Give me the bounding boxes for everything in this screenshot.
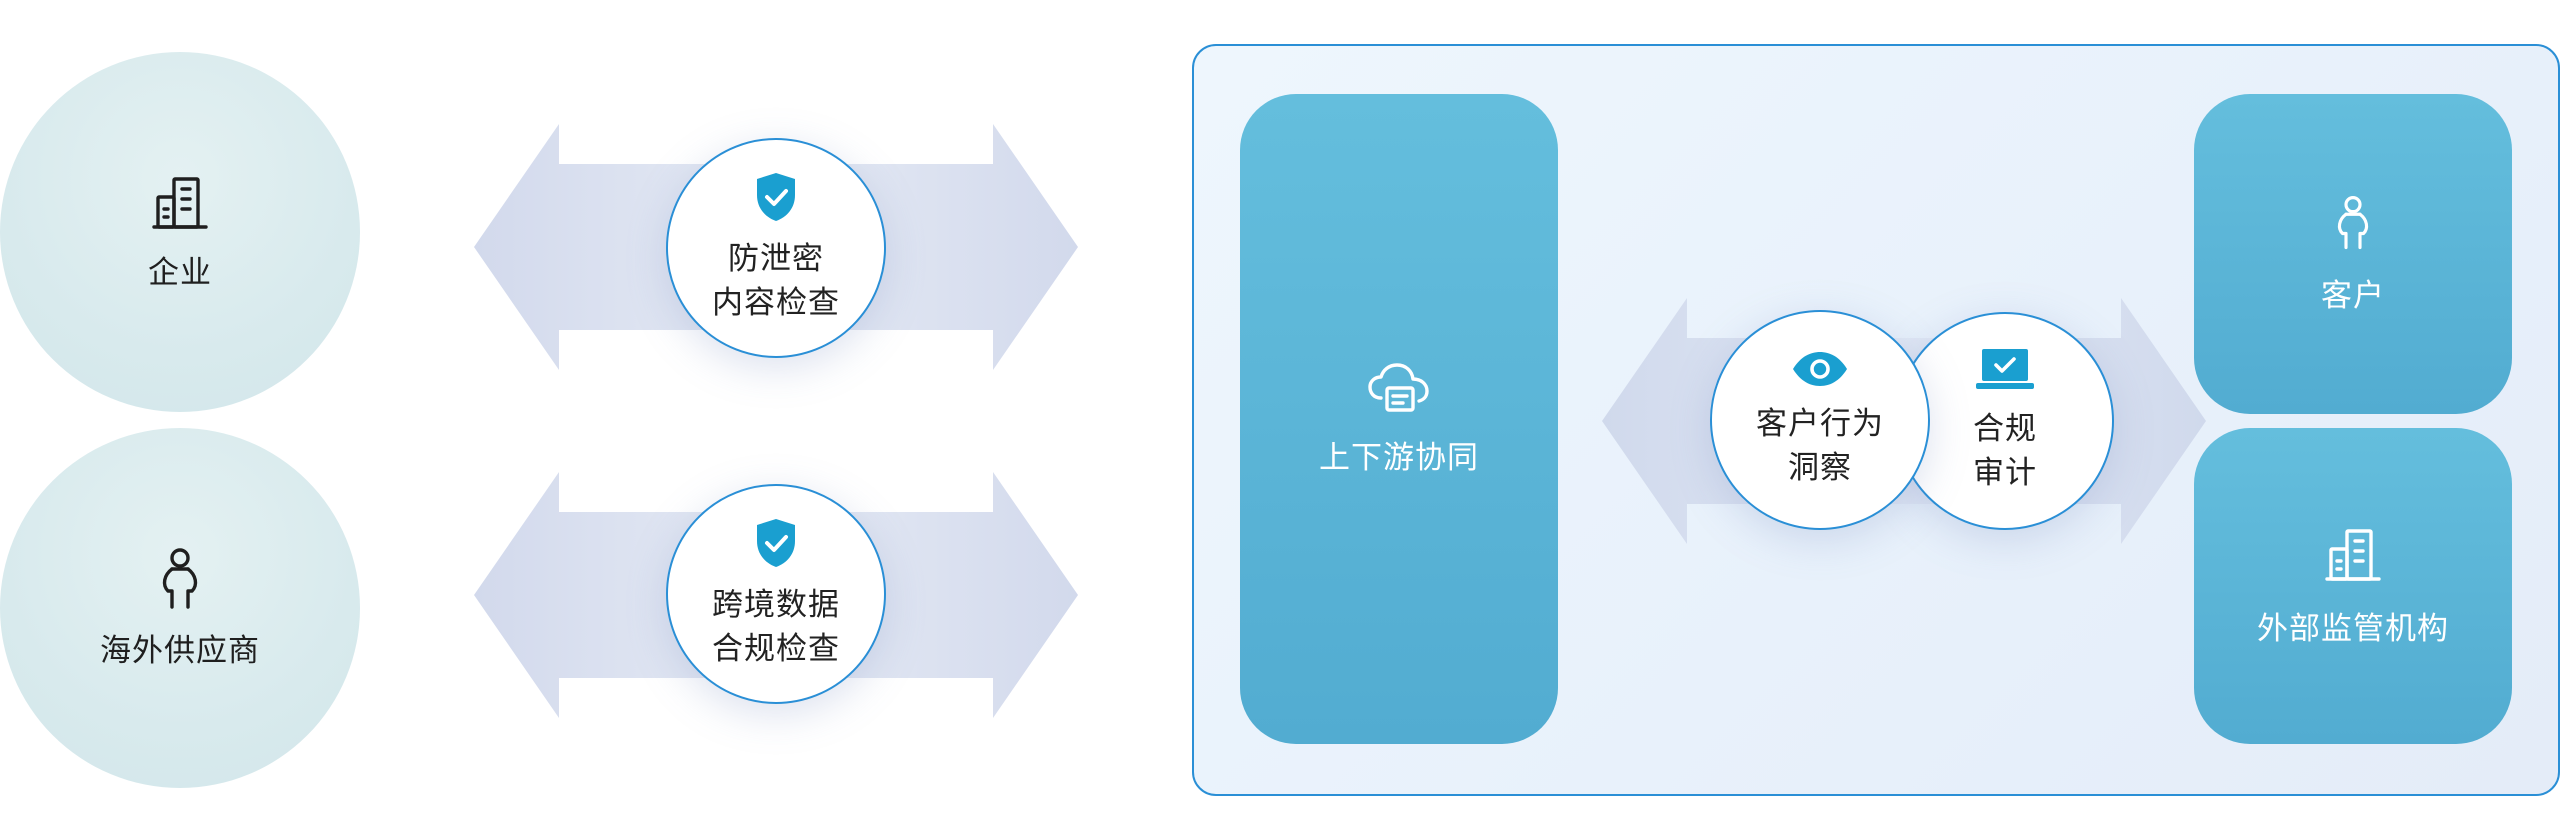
behavior-insight-circle: 客户行为 洞察 xyxy=(1710,310,1930,530)
overseas-supplier-label: 海外供应商 xyxy=(100,632,260,669)
enterprise-label: 企业 xyxy=(148,254,212,291)
cross-border-line1: 跨境数据 xyxy=(712,587,840,623)
shield-check-icon xyxy=(754,171,798,227)
eye-icon xyxy=(1791,350,1849,392)
overseas-supplier-node: 海外供应商 xyxy=(0,428,360,788)
customer-label: 客户 xyxy=(2321,277,2385,314)
audit-line2: 审计 xyxy=(1973,455,2037,491)
behavior-line1: 客户行为 xyxy=(1756,406,1884,442)
collaboration-block: 上下游协同 xyxy=(1240,94,1558,744)
collaboration-label: 上下游协同 xyxy=(1319,439,1479,476)
behavior-line2: 洞察 xyxy=(1788,450,1852,486)
building-icon xyxy=(2323,525,2383,589)
collaboration-panel: 上下游协同 合规 审计 xyxy=(1192,44,2560,796)
leak-prevention-check: 防泄密 内容检查 xyxy=(666,138,886,358)
audit-line1: 合规 xyxy=(1973,411,2037,447)
leak-prevention-line1: 防泄密 xyxy=(728,241,824,277)
building-icon xyxy=(150,173,210,233)
person-icon xyxy=(2332,194,2374,256)
customer-block: 客户 xyxy=(2194,94,2512,414)
cloud-doc-icon xyxy=(1367,362,1431,418)
laptop-check-icon xyxy=(1976,347,2034,397)
cross-border-line2: 合规检查 xyxy=(712,631,840,667)
regulator-label: 外部监管机构 xyxy=(2257,610,2449,647)
leak-prevention-line2: 内容检查 xyxy=(712,285,840,321)
person-icon xyxy=(156,547,204,611)
enterprise-node: 企业 xyxy=(0,52,360,412)
cross-border-check: 跨境数据 合规检查 xyxy=(666,484,886,704)
shield-check-icon xyxy=(754,517,798,573)
regulator-block: 外部监管机构 xyxy=(2194,428,2512,744)
audit-circle: 合规 审计 xyxy=(1896,312,2114,530)
